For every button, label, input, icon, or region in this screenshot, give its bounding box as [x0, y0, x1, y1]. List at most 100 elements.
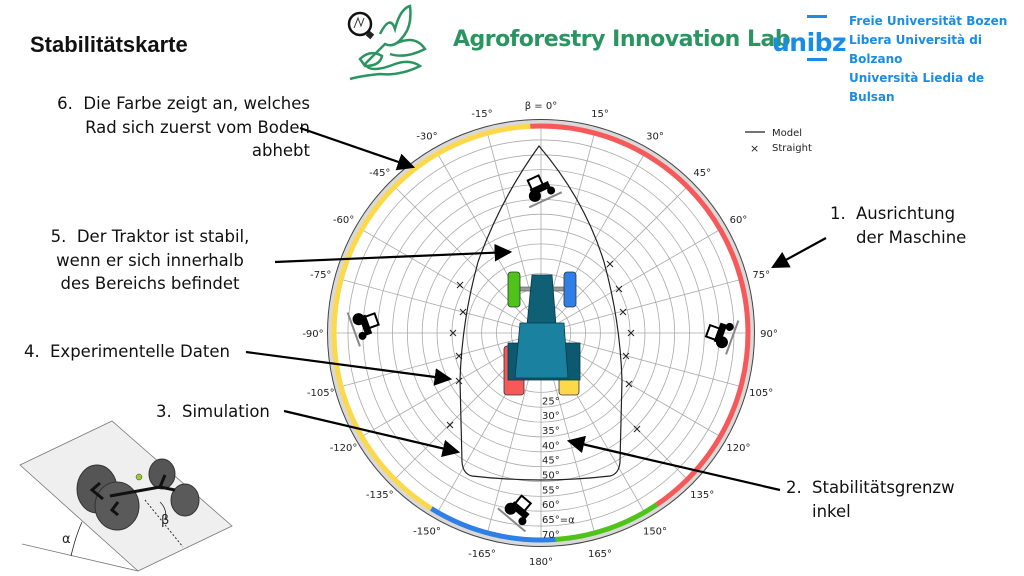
tractor-front-wheel — [725, 322, 734, 331]
angle-label: -30° — [416, 132, 437, 143]
angle-labels: β = 0°15°30°45°60°75°90°105°120°135°150°… — [302, 101, 778, 568]
annotation-line: Simulation — [182, 402, 270, 421]
angle-label: 105° — [749, 388, 773, 399]
annotation-line: Ausrichtung — [856, 204, 956, 223]
tractor-icon-downhill — [497, 494, 533, 533]
lab-name: Agroforestry Innovation Lab — [453, 27, 791, 52]
grid-spoke — [339, 332, 542, 388]
slope-line — [725, 320, 740, 355]
experimental-point-cross — [606, 260, 614, 268]
annotation-line: des Bereichs befindet — [60, 274, 240, 293]
grid-spoke — [540, 278, 743, 334]
radial-label: 45° — [542, 456, 560, 467]
radial-label: 30° — [542, 411, 560, 422]
legend-straight-label: Straight — [772, 143, 812, 154]
arrow-6 — [299, 126, 416, 171]
angle-label: -75° — [310, 270, 331, 281]
grid-spoke — [339, 278, 542, 334]
arrow-3 — [283, 409, 461, 458]
annotation-number: 3. — [156, 402, 172, 421]
annotation-6: 6. Die Farbe zeigt an, welches Rad sich … — [57, 92, 310, 163]
angle-label: -90° — [302, 329, 323, 340]
slope-line — [497, 507, 527, 533]
lift-off-sector-arc — [530, 123, 751, 507]
angle-label: -45° — [369, 168, 390, 179]
tractor-icon-left — [346, 312, 380, 347]
model-boundary-curve — [459, 145, 623, 481]
tractor-front-wheel — [518, 517, 527, 526]
arrow-1 — [771, 237, 827, 269]
angle-label: 165° — [588, 549, 612, 560]
angle-label: 180° — [529, 557, 553, 568]
angle-label: 90° — [760, 329, 778, 340]
slope-line — [528, 191, 563, 209]
grid-spoke — [540, 332, 743, 388]
radial-label: 55° — [542, 485, 560, 496]
grid-spoke — [393, 185, 542, 334]
slide-title: Stabilitätskarte — [30, 32, 188, 57]
radial-label: 40° — [542, 441, 560, 452]
experimental-point-cross — [622, 352, 630, 360]
tractor-rear-wheel — [715, 336, 728, 349]
front-right-wheel — [563, 271, 577, 308]
arrow-5 — [274, 243, 513, 264]
outer-ring-border — [327, 119, 755, 547]
angle-label: 150° — [643, 526, 667, 537]
front-left-wheel — [507, 271, 521, 308]
university-name-it: Libera Università di Bolzano — [849, 33, 982, 66]
tractor-front-wheel — [547, 186, 556, 195]
annotation-number: 1. — [830, 204, 846, 223]
lift-off-sector-arc — [555, 502, 659, 542]
annotation-line: Der Traktor ist stabil, — [76, 227, 250, 246]
experimental-point-cross — [627, 329, 635, 337]
annotation-number: 6. — [57, 94, 73, 113]
lift-off-sectors — [331, 123, 751, 543]
legend-model-label: Model — [772, 128, 802, 139]
angle-label: -120° — [330, 443, 358, 454]
angle-label: 15° — [591, 109, 609, 120]
university-name-lld: Università Liedia de Bulsan — [849, 71, 985, 104]
tractor-body — [713, 322, 728, 344]
angle-label: 45° — [693, 168, 711, 179]
annotation-line: Experimentelle Daten — [50, 342, 230, 361]
radial-label: 70° — [542, 530, 560, 541]
annotation-2: 2.Stabilitätsgrenzw inkel — [786, 476, 955, 523]
angle-label: 75° — [752, 270, 770, 281]
tractor-top-view — [503, 271, 581, 396]
experimental-point-cross — [449, 329, 457, 337]
angle-label: 60° — [730, 215, 748, 226]
grid-spoke — [540, 228, 722, 334]
tractor-icon-uphill — [526, 174, 563, 209]
angle-label: β = 0° — [525, 101, 557, 112]
annotation-line: Rad sich zuerst vom Boden — [85, 117, 310, 137]
lift-off-sector-arc — [331, 123, 531, 511]
unibz-bar-bottom — [807, 58, 827, 61]
experimental-point-cross — [446, 421, 454, 429]
radial-labels: 25°30°35°40°45°50°55°60°65°=α70° — [542, 396, 575, 541]
annotation-line: Stabilitätsgrenzw — [812, 478, 955, 497]
annotation-line: inkel — [812, 501, 851, 521]
angle-label: -60° — [333, 215, 354, 226]
experimental-point-cross — [455, 377, 463, 385]
radial-label: 50° — [542, 471, 560, 482]
slope-tractor-figure: α β — [19, 420, 233, 572]
tractor-rear-wheel — [352, 313, 365, 326]
experimental-point-cross — [625, 380, 633, 388]
annotation-line: Die Farbe zeigt an, welches — [83, 94, 310, 113]
angle-label: -165° — [468, 549, 496, 560]
radial-label: 25° — [542, 396, 560, 407]
grid-spoke — [540, 152, 646, 334]
unibz-bar-top — [807, 15, 827, 18]
slope-line — [346, 312, 361, 347]
legend-cross-icon: × — [750, 142, 759, 155]
lift-off-sector-arc — [429, 506, 556, 543]
tractor-rear-wheel — [504, 502, 517, 515]
arrow-2 — [566, 435, 781, 492]
angle-label: 135° — [690, 490, 714, 501]
angle-label: 30° — [646, 132, 664, 143]
beta-label: β — [161, 513, 169, 528]
experimental-point-cross — [456, 281, 464, 289]
annotation-line: abhebt — [251, 141, 310, 160]
grid-spoke — [540, 185, 689, 334]
agroforestry-lab-logo — [347, 4, 427, 81]
